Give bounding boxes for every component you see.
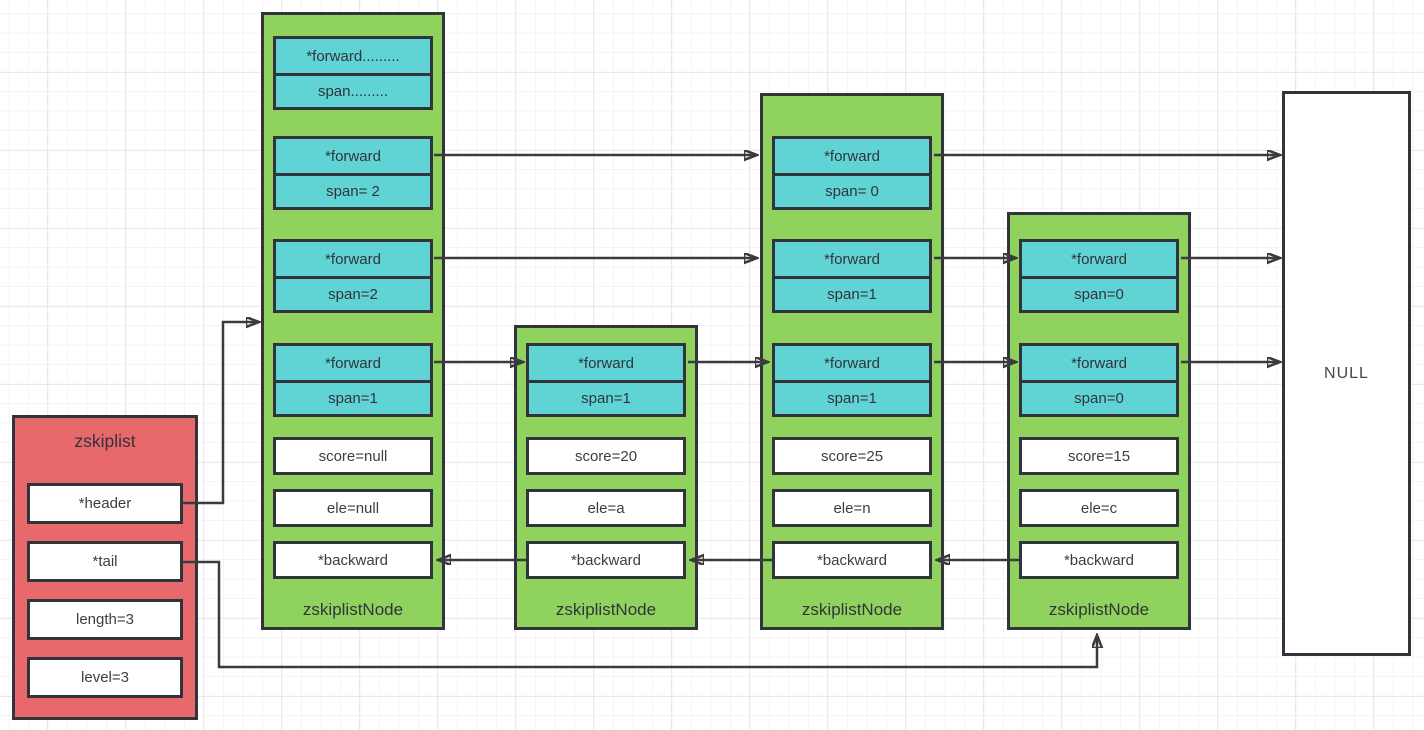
node1-forward-l2: *forward bbox=[325, 250, 381, 268]
node4-span-l2: span=0 bbox=[1022, 276, 1176, 310]
zskiplistnode-2-box: *forward span=1 score=20 ele=a *backward… bbox=[514, 325, 698, 630]
node2-score-cell: score=20 bbox=[526, 437, 686, 475]
node2-label: zskiplistNode bbox=[555, 600, 657, 619]
node3-level3-pair: *forward span= 0 bbox=[772, 136, 932, 210]
node1-forward-dots: *forward......... bbox=[306, 47, 400, 65]
node3-score-cell: score=25 bbox=[772, 437, 932, 475]
node4-span-l1: span=0 bbox=[1022, 380, 1176, 414]
node3-forward-l3: *forward bbox=[824, 147, 880, 165]
zskiplistnode-1-box: *forward......... span......... *forward… bbox=[261, 12, 445, 630]
node3-span-l1: span=1 bbox=[775, 380, 929, 414]
node1-forward-l3: *forward bbox=[325, 147, 381, 165]
node4-score-cell: score=15 bbox=[1019, 437, 1179, 475]
null-label: NULL bbox=[1324, 364, 1369, 382]
node4-level1-pair: *forward span=0 bbox=[1019, 343, 1179, 417]
node1-span-l2: span=2 bbox=[276, 276, 430, 310]
node2-forward-l1: *forward bbox=[578, 354, 634, 372]
node2-span-l1: span=1 bbox=[529, 380, 683, 414]
node4-backward-cell: *backward bbox=[1019, 541, 1179, 579]
node3-forward-l1: *forward bbox=[824, 354, 880, 372]
node2-ele-cell: ele=a bbox=[526, 489, 686, 527]
node1-level2-pair: *forward span=2 bbox=[273, 239, 433, 313]
node3-label: zskiplistNode bbox=[801, 600, 903, 619]
node1-span-dots: span......... bbox=[276, 73, 430, 107]
node3-span-l3: span= 0 bbox=[775, 173, 929, 207]
node3-span-l2: span=1 bbox=[775, 276, 929, 310]
node4-forward-l1: *forward bbox=[1071, 354, 1127, 372]
node3-level1-pair: *forward span=1 bbox=[772, 343, 932, 417]
zskiplist-field-level: level=3 bbox=[27, 657, 183, 698]
node2-backward-cell: *backward bbox=[526, 541, 686, 579]
node2-level1-pair: *forward span=1 bbox=[526, 343, 686, 417]
zskiplist-title: zskiplist bbox=[74, 431, 136, 451]
node3-ele-cell: ele=n bbox=[772, 489, 932, 527]
node1-level-top-pair: *forward......... span......... bbox=[273, 36, 433, 110]
node1-forward-l1: *forward bbox=[325, 354, 381, 372]
node4-level2-pair: *forward span=0 bbox=[1019, 239, 1179, 313]
node4-label: zskiplistNode bbox=[1048, 600, 1150, 619]
zskiplistnode-4-box: *forward span=0 *forward span=0 score=15… bbox=[1007, 212, 1191, 630]
zskiplist-field-tail: *tail bbox=[27, 541, 183, 582]
node1-span-l3: span= 2 bbox=[276, 173, 430, 207]
zskiplistnode-3-box: *forward span= 0 *forward span=1 *forwar… bbox=[760, 93, 944, 630]
zskiplist-field-header: *header bbox=[27, 483, 183, 524]
node1-span-l1: span=1 bbox=[276, 380, 430, 414]
node1-level1-pair: *forward span=1 bbox=[273, 343, 433, 417]
null-box: NULL bbox=[1282, 91, 1411, 656]
node4-forward-l2: *forward bbox=[1071, 250, 1127, 268]
node3-backward-cell: *backward bbox=[772, 541, 932, 579]
node1-score-cell: score=null bbox=[273, 437, 433, 475]
node1-ele-cell: ele=null bbox=[273, 489, 433, 527]
node1-level3-pair: *forward span= 2 bbox=[273, 136, 433, 210]
node3-level2-pair: *forward span=1 bbox=[772, 239, 932, 313]
zskiplist-struct-box: zskiplist *header *tail length=3 level=3 bbox=[12, 415, 198, 720]
node1-label: zskiplistNode bbox=[302, 600, 404, 619]
node3-forward-l2: *forward bbox=[824, 250, 880, 268]
zskiplist-field-length: length=3 bbox=[27, 599, 183, 640]
node1-backward-cell: *backward bbox=[273, 541, 433, 579]
node4-ele-cell: ele=c bbox=[1019, 489, 1179, 527]
